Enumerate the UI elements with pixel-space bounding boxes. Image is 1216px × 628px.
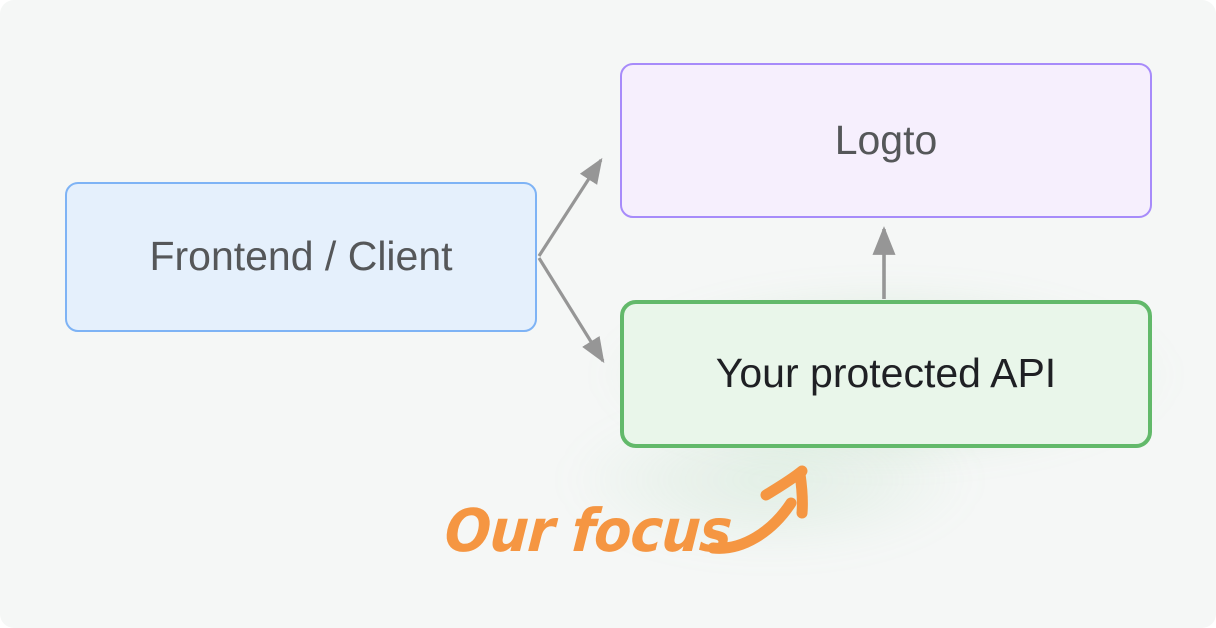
- our-focus-annotation-label: Our focus: [442, 496, 734, 565]
- node-your-protected-api[interactable]: Your protected API: [620, 300, 1152, 448]
- node-your-protected-api-label: Your protected API: [715, 350, 1057, 397]
- edge-frontend-to-api: [537, 257, 605, 364]
- edge-frontend-to-logto: [537, 157, 603, 257]
- node-frontend-client-label: Frontend / Client: [149, 233, 453, 280]
- node-frontend-client[interactable]: Frontend / Client: [65, 182, 537, 332]
- node-logto[interactable]: Logto: [620, 63, 1152, 218]
- node-logto-label: Logto: [834, 116, 938, 163]
- our-focus-arrowhead-icon: [760, 465, 808, 519]
